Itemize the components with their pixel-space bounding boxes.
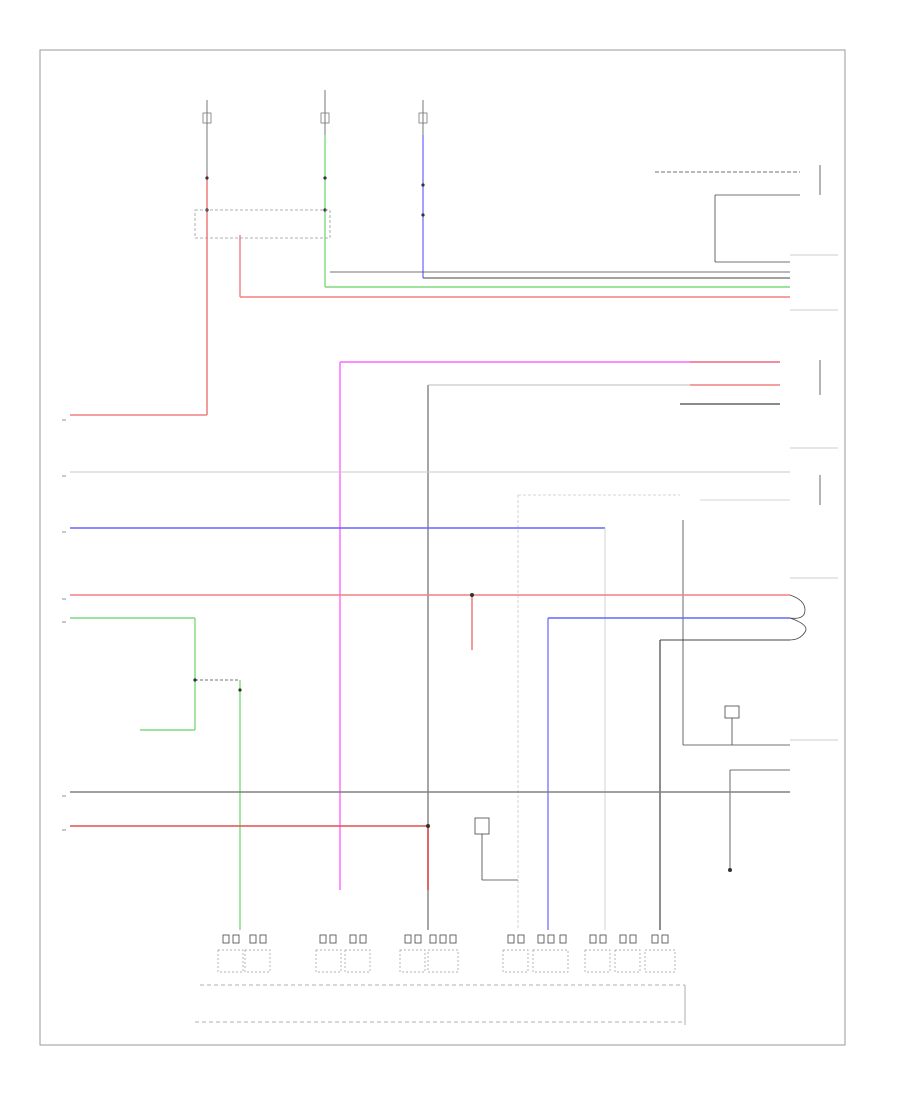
ecm-connector-pins: [222, 934, 669, 944]
fuse-group-left: [70, 100, 241, 416]
fuse-group-middle: [320, 90, 330, 287]
sensor-right: [724, 705, 740, 745]
diagram-border: [39, 49, 846, 1046]
ground-symbol: [474, 817, 518, 881]
connector-top-right: [655, 165, 821, 263]
relay-box: [194, 209, 331, 239]
fuse-group-right: [418, 100, 790, 279]
green-branch-left: [70, 617, 242, 930]
ecm-connector-boxes: [217, 949, 676, 973]
